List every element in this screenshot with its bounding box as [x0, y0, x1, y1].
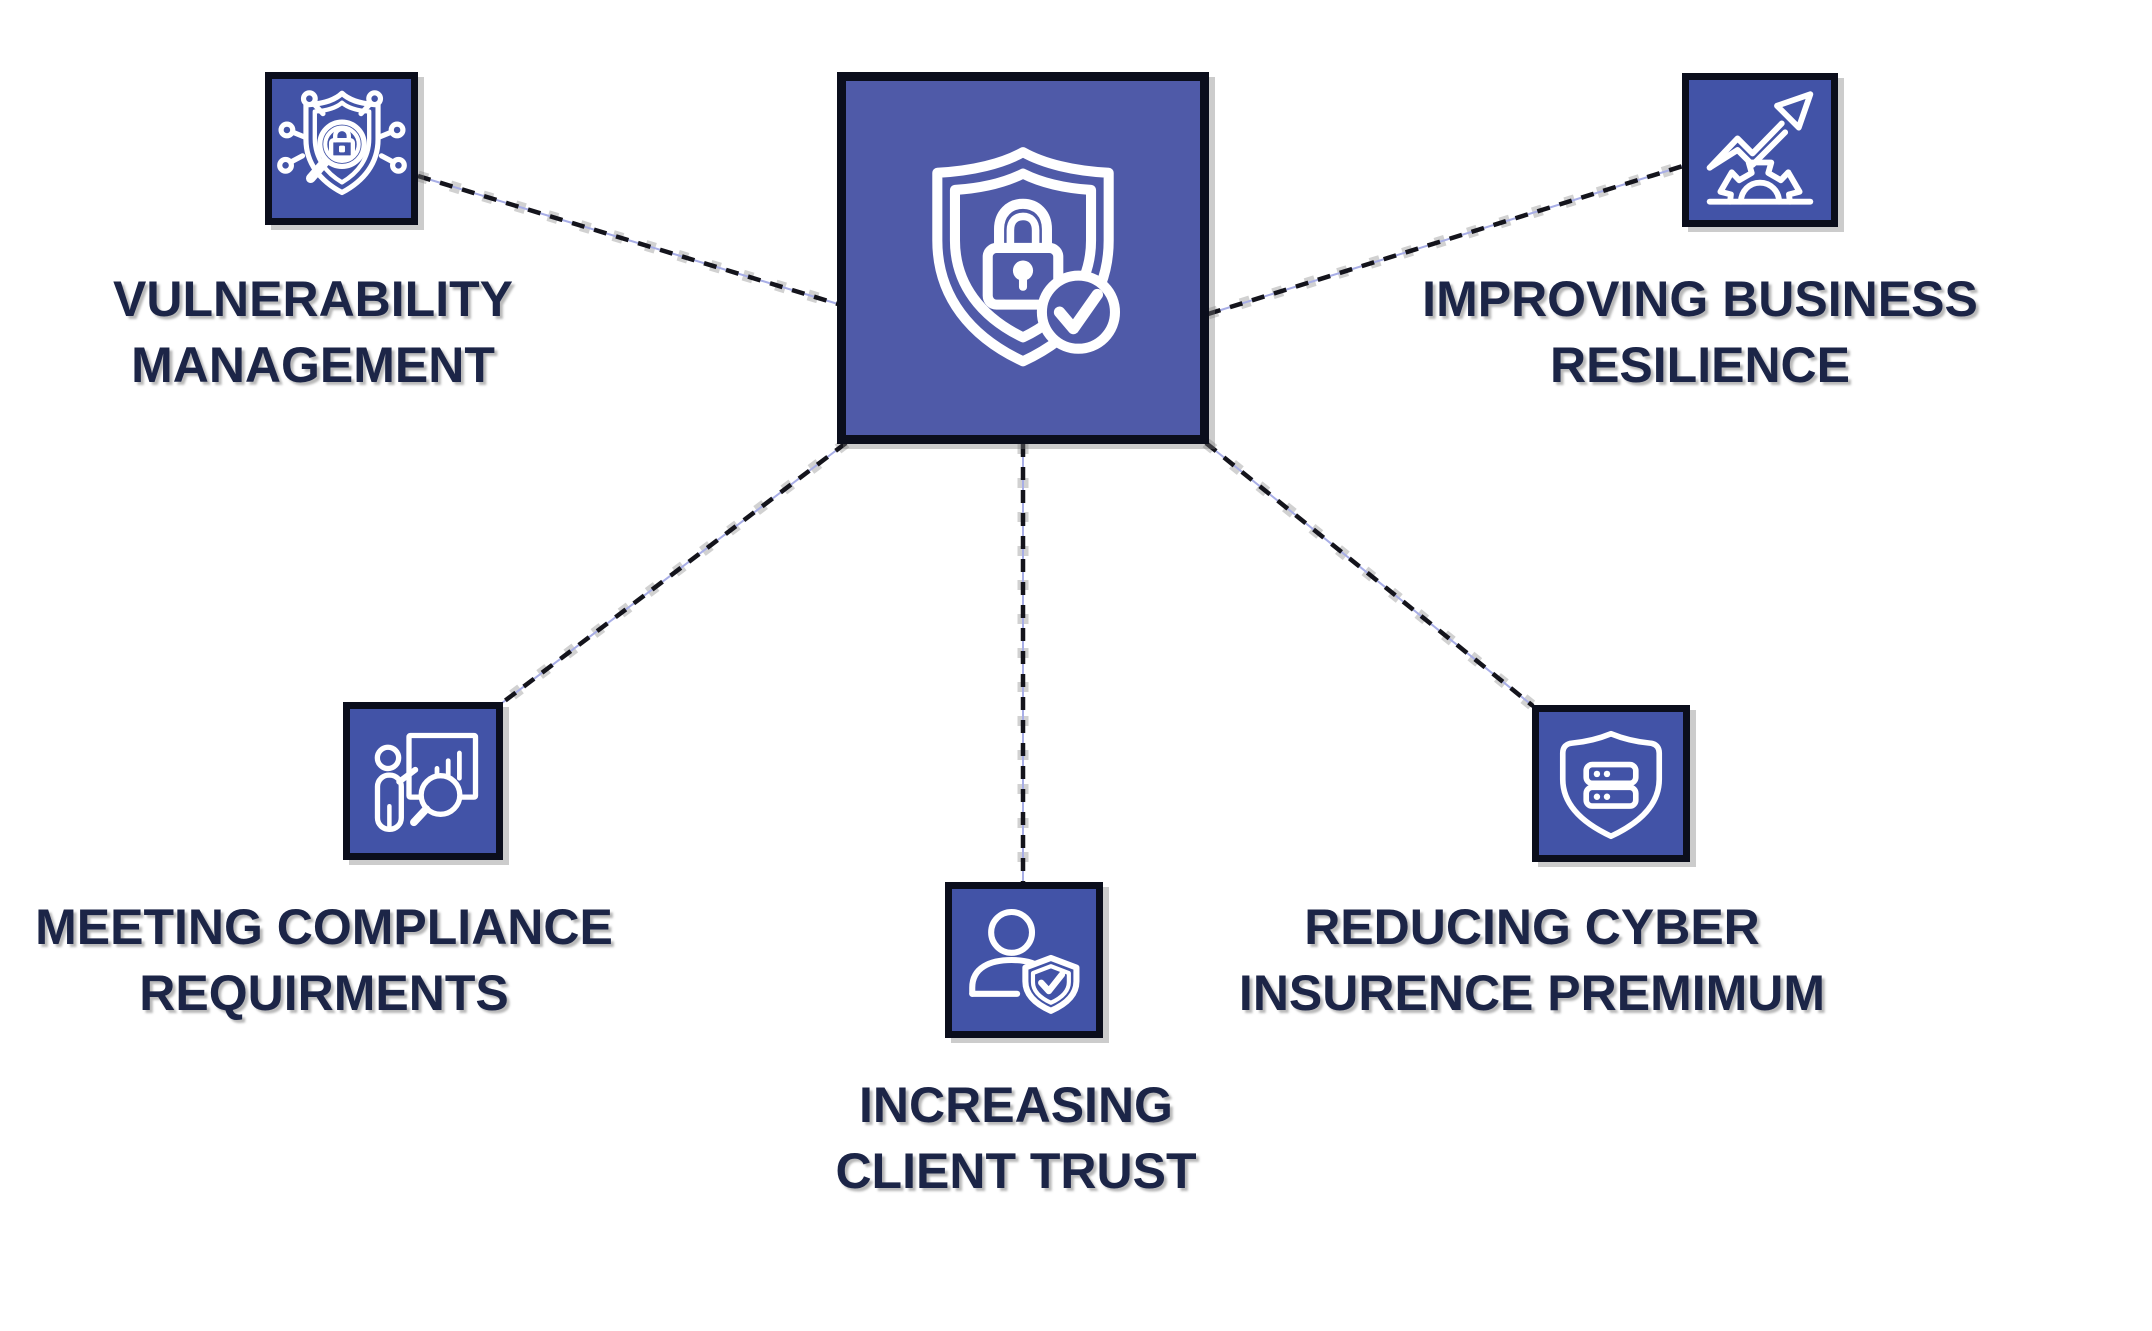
growth-arrow-gear-icon: [1706, 91, 1814, 205]
connector-compliance: [498, 438, 850, 708]
label-line-2: MANAGEMENT: [131, 337, 495, 393]
node-central-security: [837, 72, 1209, 444]
presenter-chart-magnifier-icon: [374, 732, 479, 832]
node-vulnerability-management: [265, 72, 418, 225]
vulnerability-scan-shield-icon: [276, 89, 407, 195]
label-line-1: IMPROVING BUSINESS: [1422, 271, 1978, 327]
label-line-1: VULNERABILITY: [113, 271, 513, 327]
label-line-2: INSURENCE PREMIMUM: [1238, 965, 1826, 1021]
connector-vulnerability: [416, 170, 840, 310]
connector-insurance: [1202, 438, 1537, 711]
node-improving-business-resilience: [1682, 73, 1838, 227]
label-meeting-compliance-requirments: MEETING COMPLIANCE REQUIRMENTS: [24, 894, 624, 1026]
label-line-2: REQUIRMENTS: [139, 965, 509, 1021]
label-line-2: CLIENT TRUST: [835, 1143, 1197, 1199]
label-increasing-client-trust: INCREASING CLIENT TRUST: [766, 1072, 1266, 1204]
connector-resilience: [1206, 160, 1685, 320]
person-shield-check-icon: [969, 908, 1080, 1014]
shield-lock-check-icon: [932, 147, 1121, 367]
label-vulnerability-management: VULNERABILITY MANAGEMENT: [13, 266, 613, 398]
node-increasing-client-trust: [945, 882, 1103, 1038]
label-line-1: INCREASING: [859, 1077, 1173, 1133]
label-improving-business-resilience: IMPROVING BUSINESS RESILIENCE: [1350, 266, 2050, 398]
node-meeting-compliance: [343, 702, 503, 860]
label-line-1: REDUCING CYBER: [1304, 899, 1760, 955]
shield-server-icon: [1559, 730, 1663, 839]
label-line-2: RESILIENCE: [1549, 337, 1851, 393]
label-line-1: MEETING COMPLIANCE: [35, 899, 613, 955]
label-reducing-cyber-insurence-premimum: REDUCING CYBER INSURENCE PREMIMUM: [1232, 894, 1832, 1026]
node-reducing-cyber-insurance: [1532, 705, 1690, 862]
